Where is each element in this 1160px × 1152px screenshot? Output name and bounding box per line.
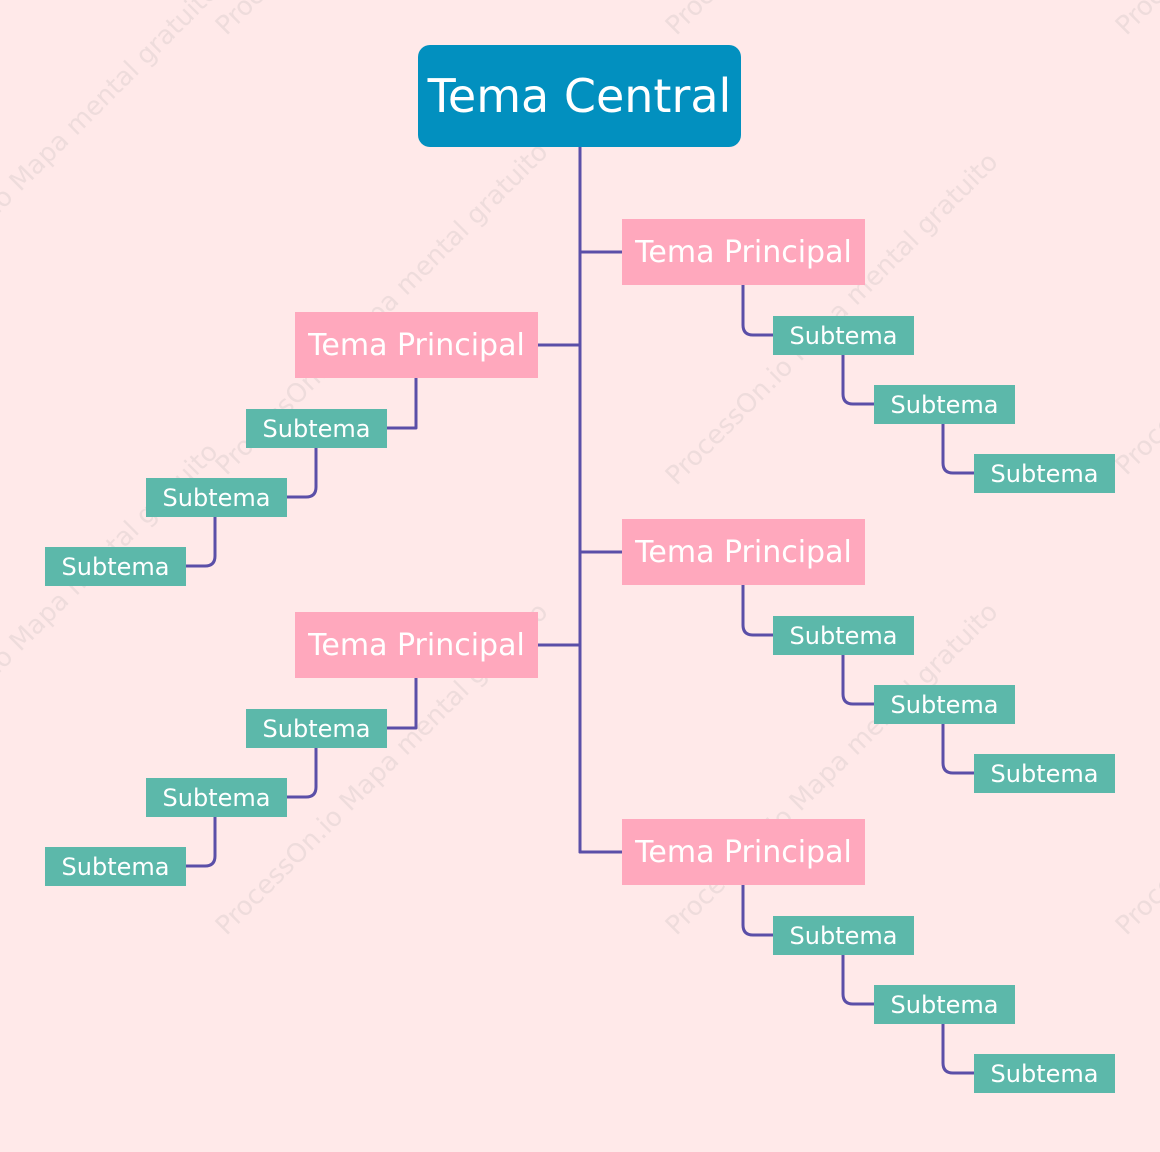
subtopic[interactable]: Subtema — [246, 409, 387, 448]
subtopic[interactable]: Subtema — [974, 1054, 1115, 1093]
subtopic[interactable]: Subtema — [45, 847, 186, 886]
subtopic[interactable]: Subtema — [773, 916, 914, 955]
main-topic[interactable]: Tema Principal — [622, 519, 865, 585]
main-topic[interactable]: Tema Principal — [295, 312, 538, 378]
subtopic[interactable]: Subtema — [874, 685, 1015, 724]
main-topic[interactable]: Tema Principal — [622, 219, 865, 285]
subtopic[interactable]: Subtema — [773, 616, 914, 655]
subtopic[interactable]: Subtema — [146, 478, 287, 517]
subtopic[interactable]: Subtema — [146, 778, 287, 817]
subtopic[interactable]: Subtema — [874, 385, 1015, 424]
subtopic[interactable]: Subtema — [974, 754, 1115, 793]
subtopic[interactable]: Subtema — [874, 985, 1015, 1024]
subtopic[interactable]: Subtema — [45, 547, 186, 586]
central-topic[interactable]: Tema Central — [418, 45, 741, 147]
main-topic[interactable]: Tema Principal — [295, 612, 538, 678]
main-topic[interactable]: Tema Principal — [622, 819, 865, 885]
subtopic[interactable]: Subtema — [246, 709, 387, 748]
subtopic[interactable]: Subtema — [974, 454, 1115, 493]
subtopic[interactable]: Subtema — [773, 316, 914, 355]
